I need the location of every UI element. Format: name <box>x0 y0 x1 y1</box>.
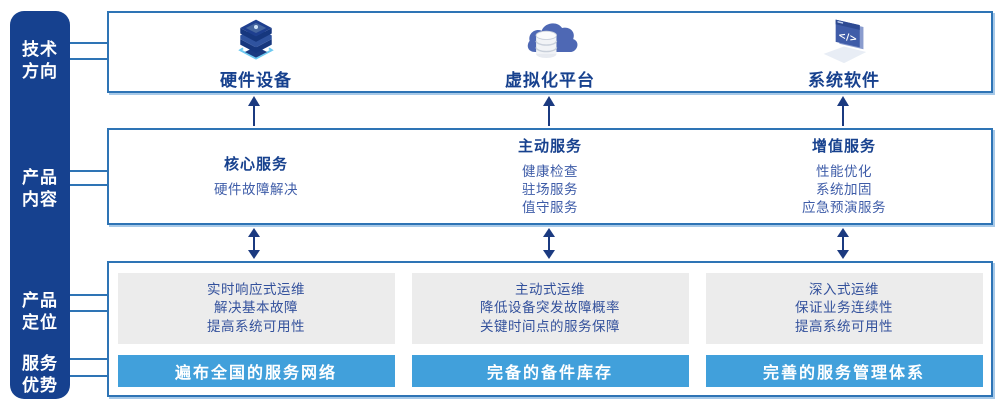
cloud-database-icon <box>514 13 586 65</box>
positioning-column-deep: 深入式运维 保证业务连续性 提高系统可用性 完善的服务管理体系 <box>697 263 991 395</box>
tech-item-label: 虚拟化平台 <box>505 71 595 91</box>
positioning-line: 提高系统可用性 <box>795 318 893 335</box>
positioning-card: 深入式运维 保证业务连续性 提高系统可用性 <box>705 273 983 344</box>
service-item: 应急预演服务 <box>802 200 886 216</box>
service-item: 健康检查 <box>522 164 578 180</box>
advantage-banner: 完善的服务管理体系 <box>705 355 983 387</box>
positioning-card: 实时响应式运维 解决基本故障 提高系统可用性 <box>117 273 395 344</box>
service-title: 核心服务 <box>223 155 288 173</box>
double-arrow <box>543 228 555 263</box>
sidebar-label-service-advantage: 服务 优势 <box>22 354 58 396</box>
tech-item-hardware: 硬件设备 <box>109 13 403 91</box>
positioning-line: 深入式运维 <box>809 281 879 298</box>
service-item: 值守服务 <box>522 200 578 216</box>
tech-item-system-software: </> 系统软件 <box>697 13 991 91</box>
up-arrow <box>248 96 260 130</box>
positioning-line: 实时响应式运维 <box>207 281 305 298</box>
service-column-value-added: 增值服务 性能优化 系统加固 应急预演服务 <box>697 130 991 223</box>
double-arrow <box>248 228 260 263</box>
service-item: 驻场服务 <box>522 182 578 198</box>
product-positioning-panel: 实时响应式运维 解决基本故障 提高系统可用性 遍布全国的服务网络 主动式运维 降… <box>107 261 993 397</box>
sidebar-label-product-positioning: 产品 定位 <box>22 291 58 333</box>
server-stack-icon <box>220 13 292 65</box>
up-arrow <box>837 96 849 130</box>
positioning-column-proactive: 主动式运维 降低设备突发故障概率 关键时间点的服务保障 完备的备件库存 <box>403 263 697 395</box>
connector-line <box>70 58 107 60</box>
tech-direction-panel: 硬件设备 虚拟化平台 <box>107 11 993 93</box>
service-title: 主动服务 <box>517 137 582 155</box>
up-arrow <box>543 96 555 130</box>
positioning-line: 解决基本故障 <box>214 300 298 317</box>
service-item: 硬件故障解决 <box>214 182 298 198</box>
positioning-line: 主动式运维 <box>515 281 585 298</box>
connector-line <box>70 184 107 186</box>
service-item: 系统加固 <box>816 182 872 198</box>
positioning-line: 降低设备突发故障概率 <box>480 300 620 317</box>
sidebar: 技术 方向 产品 内容 产品 定位 服务 优势 <box>10 11 70 399</box>
service-column-proactive: 主动服务 健康检查 驻场服务 值守服务 <box>403 130 697 223</box>
sidebar-label-product-content: 产品 内容 <box>22 168 58 210</box>
connector-line <box>70 310 107 312</box>
sidebar-label-tech-direction: 技术 方向 <box>22 40 58 82</box>
advantage-banner: 完备的备件库存 <box>411 355 689 387</box>
positioning-line: 提高系统可用性 <box>207 318 305 335</box>
service-item: 性能优化 <box>816 164 872 180</box>
service-title: 增值服务 <box>811 137 876 155</box>
connector-line <box>70 42 107 44</box>
positioning-line: 保证业务连续性 <box>795 300 893 317</box>
positioning-line: 关键时间点的服务保障 <box>480 318 620 335</box>
advantage-banner: 遍布全国的服务网络 <box>117 355 395 387</box>
svg-text:</>: </> <box>838 30 857 45</box>
connector-line <box>70 294 107 296</box>
positioning-card: 主动式运维 降低设备突发故障概率 关键时间点的服务保障 <box>411 273 689 344</box>
tech-item-virtualization: 虚拟化平台 <box>403 13 697 91</box>
double-arrow <box>837 228 849 263</box>
service-column-core: 核心服务 硬件故障解决 <box>109 130 403 223</box>
positioning-column-realtime: 实时响应式运维 解决基本故障 提高系统可用性 遍布全国的服务网络 <box>109 263 403 395</box>
tech-item-label: 系统软件 <box>808 71 880 91</box>
product-content-panel: 核心服务 硬件故障解决 主动服务 健康检查 驻场服务 值守服务 增值服务 性能优… <box>107 128 993 225</box>
code-window-icon: </> <box>808 13 880 65</box>
connector-line <box>70 358 107 360</box>
connector-line <box>70 170 107 172</box>
connector-line <box>70 375 107 377</box>
tech-item-label: 硬件设备 <box>220 71 292 91</box>
